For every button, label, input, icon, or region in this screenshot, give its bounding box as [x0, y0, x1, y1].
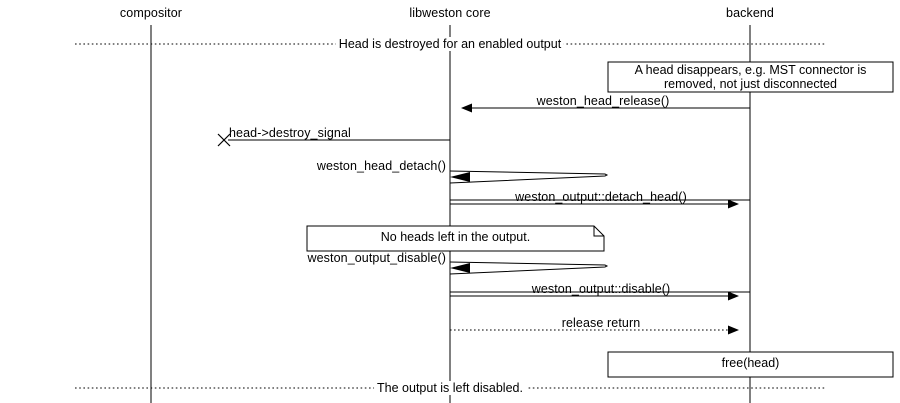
note-no-heads-shape [306, 225, 605, 252]
note-no-heads-text: No heads left in the output. [307, 230, 604, 245]
participant-label-libweston-core: libweston core [409, 6, 491, 20]
message-weston-output-detach-head-line [450, 199, 750, 209]
divider-label-top: Head is destroyed for an enabled output [335, 37, 565, 51]
note-mst-text: A head disappears, e.g. MST connector is… [608, 63, 893, 91]
note-free-head-text: free(head) [608, 356, 893, 371]
message-label-weston-head-detach: weston_head_detach() [316, 159, 446, 173]
divider-label-bottom: The output is left disabled. [374, 381, 526, 395]
note-mst-line-1: A head disappears, e.g. MST connector is [634, 63, 867, 77]
message-label-weston-output-detach-head: weston_output::detach_head() [515, 190, 687, 204]
note-mst-shape [607, 61, 894, 93]
message-weston-output-disable-loop [449, 261, 609, 275]
participant-label-backend: backend [726, 6, 774, 20]
message-weston-head-detach-loop [449, 170, 609, 184]
note-free-head-shape [607, 351, 894, 378]
message-weston-output-disable-line [450, 291, 750, 301]
note-free-head-line-1: free(head) [721, 356, 780, 370]
note-no-heads-line-1: No heads left in the output. [380, 230, 531, 244]
message-head-destroy-signal-line [217, 133, 450, 147]
message-label-head-destroy-signal: head->destroy_signal [229, 126, 351, 140]
message-label-weston-output-disable-self: weston_output_disable() [307, 251, 446, 265]
participant-label-compositor: compositor [119, 6, 183, 20]
message-label-weston-head-release: weston_head_release() [536, 94, 670, 108]
message-label-release-return: release return [561, 316, 641, 330]
message-label-weston-output-disable: weston_output::disable() [531, 282, 671, 296]
note-mst-line-2: removed, not just disconnected [663, 76, 838, 91]
